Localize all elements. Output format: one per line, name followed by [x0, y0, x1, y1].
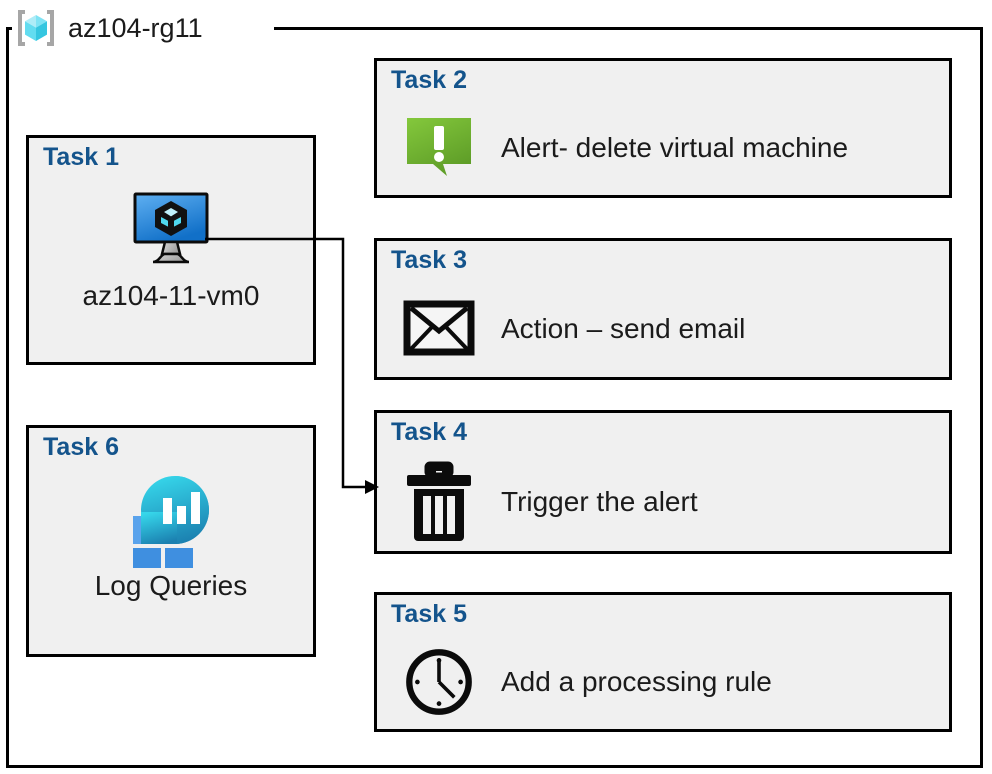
- card-task-2-body: Alert- delete virtual machine: [403, 105, 939, 191]
- card-task-2[interactable]: Task 2 Alert- delete virtual machine: [374, 58, 952, 198]
- card-task-2-title: Task 2: [391, 66, 467, 94]
- card-task-4-label: Trigger the alert: [501, 486, 698, 517]
- trash-can-icon: [403, 461, 475, 541]
- log-analytics-icon-svg: [133, 476, 209, 568]
- alert-bubble-icon: [403, 112, 475, 184]
- card-task-4[interactable]: Task 4 Trigger the alert: [374, 410, 952, 554]
- card-task-4-body: Trigger the alert: [403, 457, 939, 547]
- card-task-3[interactable]: Task 3 Action – send email: [374, 238, 952, 380]
- card-task-3-label: Action – send email: [501, 313, 746, 344]
- card-task-3-body: Action – send email: [403, 285, 939, 373]
- azure-virtual-machine-icon-svg: [133, 192, 209, 264]
- card-task-6-body: Log Queries: [29, 474, 313, 648]
- envelope-icon: [403, 293, 475, 365]
- resource-group-container: [6, 27, 983, 768]
- clock-icon: [403, 646, 475, 718]
- card-task-5-title: Task 5: [391, 600, 467, 628]
- card-task-1-title: Task 1: [43, 143, 119, 171]
- card-task-6-label: Log Queries: [94, 570, 248, 601]
- azure-virtual-machine-icon: [127, 184, 215, 276]
- trash-can-icon-svg: [407, 461, 471, 541]
- log-analytics-icon: [119, 474, 223, 568]
- card-task-5-label: Add a processing rule: [501, 666, 772, 697]
- card-task-4-title: Task 4: [391, 418, 467, 446]
- azure-resource-group-icon: [12, 4, 60, 52]
- card-task-5-body: Add a processing rule: [403, 639, 939, 725]
- card-task-6-title: Task 6: [43, 433, 119, 461]
- card-task-3-title: Task 3: [391, 246, 467, 274]
- card-task-2-label: Alert- delete virtual machine: [501, 132, 849, 163]
- card-task-1-body: az104-11-vm0: [29, 184, 313, 356]
- card-task-6[interactable]: Task 6: [26, 425, 316, 657]
- card-task-5[interactable]: Task 5 Add a processing rule: [374, 592, 952, 732]
- azure-resource-group-icon-svg: [18, 10, 54, 46]
- card-task-1-label: az104-11-vm0: [82, 280, 260, 311]
- clock-icon-svg: [406, 649, 472, 715]
- resource-group-label-gap: [12, 17, 274, 39]
- resource-group-header: az104-rg11: [12, 4, 203, 52]
- resource-group-label: az104-rg11: [68, 12, 203, 43]
- alert-bubble-icon-svg: [407, 118, 471, 176]
- envelope-icon-svg: [403, 300, 475, 356]
- card-task-1[interactable]: Task 1: [26, 135, 316, 365]
